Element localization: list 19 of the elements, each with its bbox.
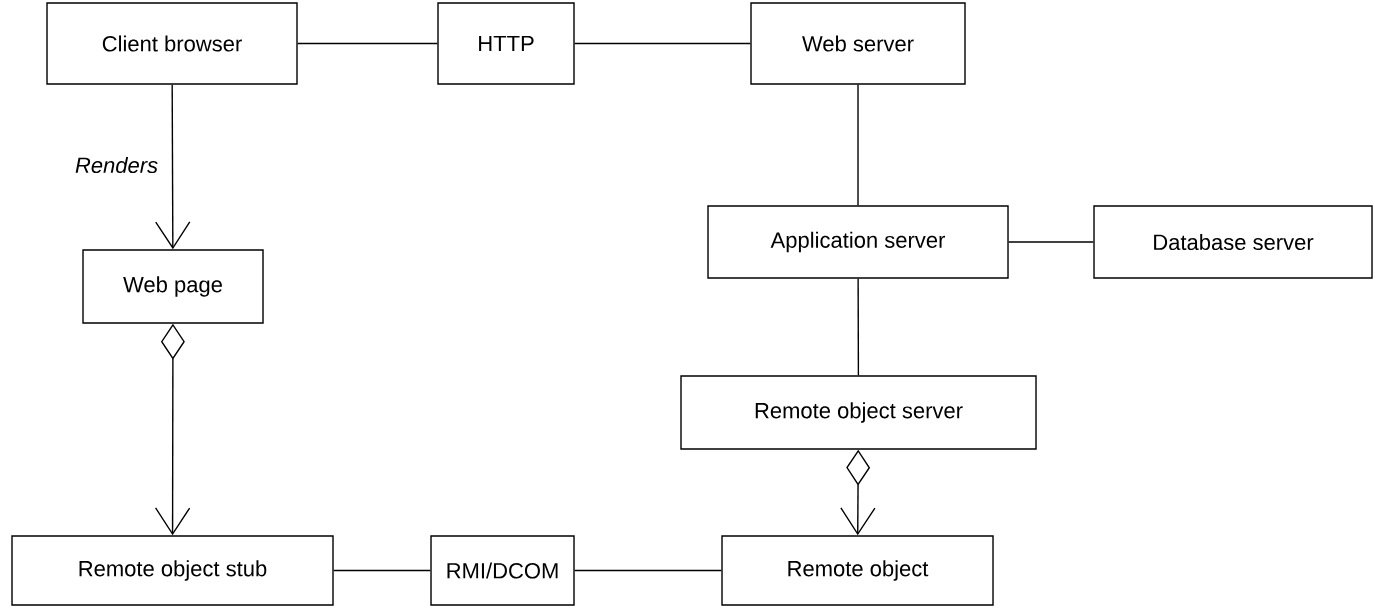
component-box: Remote object stub [11,535,334,606]
connector [574,42,751,45]
connector [1008,241,1094,243]
component-box: HTTP [437,2,575,85]
component-box: Remote object [721,535,994,606]
connector [155,84,191,250]
connector [297,42,438,45]
component-box: Application server [707,205,1009,279]
component-box: Web page [82,249,264,324]
connector [574,569,722,572]
connector [857,84,859,206]
component-box: RMI/DCOM [430,535,575,606]
connector [333,569,431,572]
connector [857,278,860,376]
component-box: Remote object server [680,375,1037,450]
component-box: Database server [1093,205,1373,279]
component-box: Web server [750,2,966,85]
edge-label: Renders [72,154,161,176]
component-box: Client browser [46,2,298,85]
